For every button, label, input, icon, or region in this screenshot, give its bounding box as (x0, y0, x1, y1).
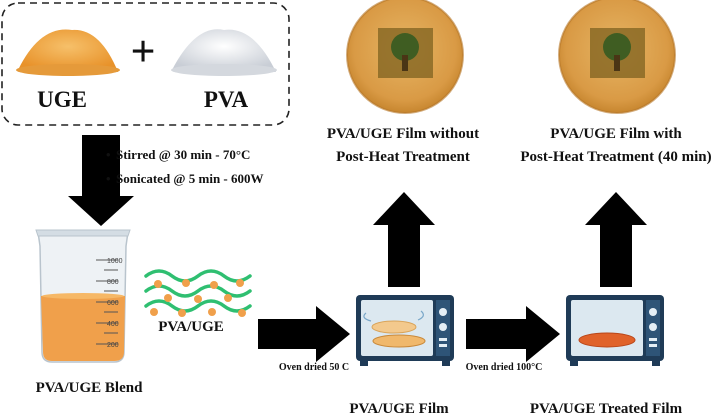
uge-powder-icon (16, 29, 120, 76)
film-untreated-photo (346, 0, 464, 114)
film2-caption-line1: PVA/UGE Film with (550, 126, 682, 142)
oven2-condition: Oven dried 100°C (466, 362, 543, 373)
beaker-tick-600: 600 (107, 300, 119, 307)
step-stirred: Stirred @ 30 min - 70°C (116, 147, 250, 162)
plus-sign: + (130, 27, 155, 76)
oven1-caption: PVA/UGE Film (349, 401, 449, 417)
arrow-right-oven1 (258, 306, 350, 362)
beaker-tick-400: 400 (107, 321, 119, 328)
step-bullet-1: • (106, 147, 111, 162)
arrow-down-mix (68, 135, 134, 226)
inputs-box: UGE + PVA (1, 2, 290, 126)
step-bullet-2: • (106, 171, 111, 186)
beaker-tick-1000: 1000 (107, 258, 123, 265)
oven-untreated-icon (356, 295, 454, 366)
uge-label: UGE (37, 87, 87, 112)
beaker-label: PVA/UGE Blend (36, 380, 143, 396)
film-treated-photo (558, 0, 676, 114)
polymer-chains-icon (144, 269, 252, 313)
polymer-label: PVA/UGE (158, 319, 224, 335)
film2-caption-line2: Post-Heat Treatment (40 min) (520, 149, 711, 165)
oven-treated-icon (566, 295, 664, 366)
film1-caption-line1: PVA/UGE Film without (327, 126, 479, 142)
beaker-tick-200: 200 (107, 342, 119, 349)
arrow-up-film1 (373, 192, 435, 287)
arrow-up-film2 (585, 192, 647, 287)
pva-label: PVA (204, 87, 249, 112)
polymer-beads (150, 279, 246, 317)
film1-caption-line2: Post-Heat Treatment (336, 149, 470, 165)
beaker-icon: 1000 800 600 400 200 (35, 229, 131, 363)
oven2-caption: PVA/UGE Treated Film (530, 401, 683, 417)
step-sonicated: Sonicated @ 5 min - 600W (116, 171, 264, 186)
oven1-condition: Oven dried 50 C (279, 362, 349, 373)
arrow-right-oven2 (466, 306, 560, 362)
mixing-steps: • Stirred @ 30 min - 70°C • Sonicated @ … (106, 147, 264, 186)
pva-powder-icon (171, 29, 277, 76)
beaker-tick-800: 800 (107, 279, 119, 286)
